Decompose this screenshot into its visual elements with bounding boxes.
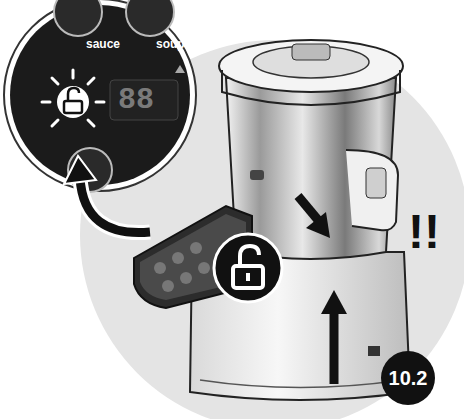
zoom-arrow — [64, 156, 150, 233]
step-number: 10.2 — [389, 368, 428, 388]
background-disc — [80, 40, 464, 419]
step-number-badge: 10.2 — [381, 351, 435, 405]
button-label: sauce — [86, 38, 120, 50]
zoom-inset — [4, 0, 196, 192]
lock-badge — [214, 234, 282, 302]
push-arrows — [298, 196, 347, 384]
display-digits: 88 — [118, 85, 154, 115]
warning-marks: !! — [408, 208, 440, 256]
button-label: soup — [156, 38, 185, 50]
